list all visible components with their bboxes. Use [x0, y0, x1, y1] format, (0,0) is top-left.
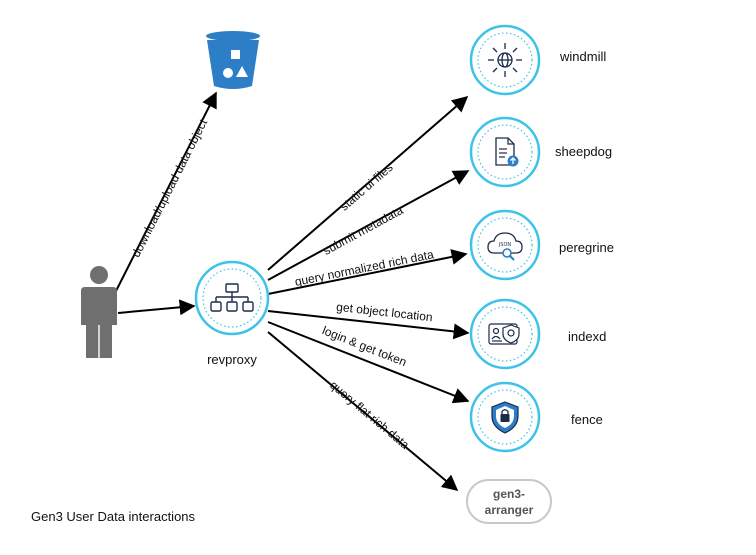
diagram-caption: Gen3 User Data interactions [31, 509, 196, 524]
edge-revproxy-to-sheepdog [267, 170, 470, 281]
revproxy-inner-ring [202, 268, 262, 328]
arranger-node: gen3- arranger [466, 479, 552, 524]
edge-label-login: login & get token [320, 323, 408, 369]
bucket-circle-shape [223, 68, 233, 78]
windmill-node: windmill [469, 24, 606, 96]
edge-label-submit: submit metadata [321, 203, 406, 258]
edge-revproxy-to-windmill [267, 95, 469, 271]
indexd-node: indexd [469, 298, 606, 370]
sheepdog-ring [469, 116, 541, 188]
edge-user-to-revproxy [117, 299, 196, 316]
sitemap-icon [210, 283, 254, 312]
edge-label-query-flat: query flat rich data [327, 378, 412, 452]
edge-revproxy-to-fence [267, 321, 470, 404]
arranger-label-line1: gen3- [493, 487, 525, 501]
bucket-rim [206, 31, 260, 41]
arranger-label-line2: arranger [485, 503, 534, 517]
fence-node: fence [469, 381, 603, 453]
edge-label-static: static ui files [337, 160, 396, 213]
peregrine-label: peregrine [559, 240, 614, 255]
edge-label-download: download/upload data object [129, 116, 211, 259]
edge-user-to-storage [114, 91, 217, 294]
bucket-body [207, 40, 259, 89]
edge-revproxy-to-indexd [267, 310, 470, 340]
edge-revproxy-to-peregrine [267, 249, 468, 295]
edge-labels: download/upload data object static ui fi… [129, 116, 435, 452]
svg-text:JSON: JSON [498, 242, 512, 248]
globe-arrows-icon [488, 43, 522, 77]
revproxy-node: revproxy [194, 260, 270, 367]
json-cloud-search-icon: JSON [487, 232, 523, 261]
bucket-square-shape [231, 50, 240, 59]
peregrine-ring [469, 209, 541, 281]
person-icon [81, 266, 117, 358]
edge-revproxy-to-arranger [267, 331, 459, 492]
sheepdog-label: sheepdog [555, 144, 612, 159]
sheepdog-node: sheepdog [469, 116, 612, 188]
document-upload-icon [495, 137, 519, 167]
windmill-label: windmill [559, 49, 606, 64]
shield-lock-icon [491, 401, 519, 434]
arranger-pill [466, 479, 552, 524]
fence-label: fence [571, 412, 603, 427]
id-card-shield-icon [488, 323, 520, 345]
peregrine-node: JSON peregrine [469, 209, 614, 281]
indexd-label: indexd [568, 329, 606, 344]
bucket-icon [206, 31, 260, 89]
bucket-triangle-shape [236, 66, 248, 77]
edges [114, 91, 470, 492]
revproxy-label: revproxy [207, 352, 257, 367]
